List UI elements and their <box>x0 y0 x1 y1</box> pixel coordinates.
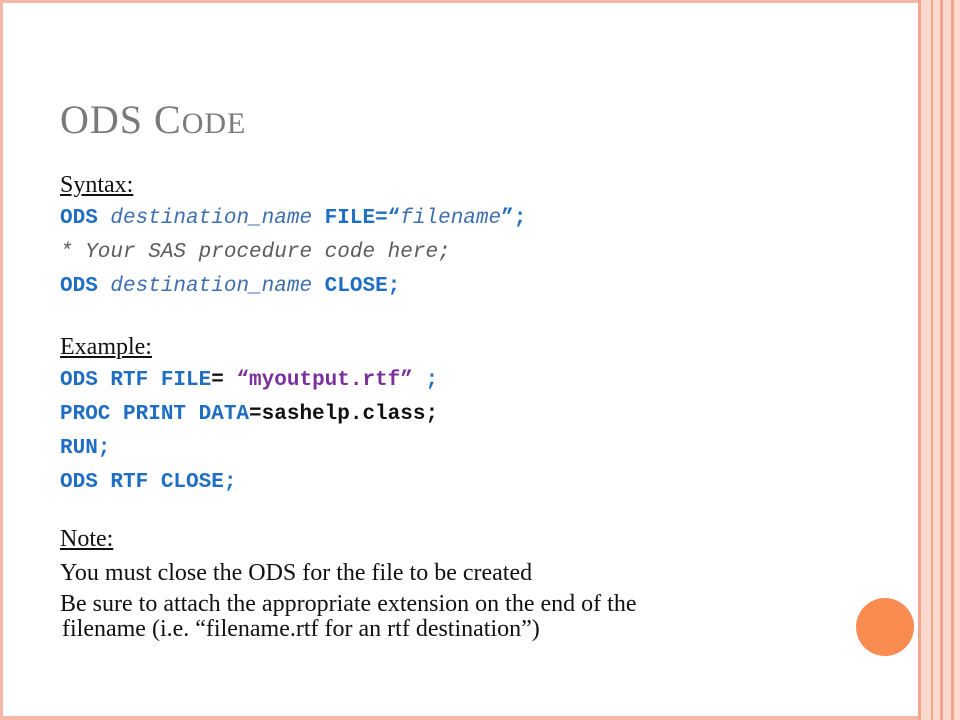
code-keyword: ODS RTF FILE <box>60 369 212 392</box>
code-terminator: ; <box>412 369 439 392</box>
example-heading: Example: <box>60 334 152 360</box>
syntax-line-3: ODS destination_name CLOSE; <box>60 270 860 304</box>
note-heading: Note: <box>60 526 114 552</box>
code-keyword: ”; <box>501 207 527 230</box>
example-line-2: PROC PRINT DATA=sashelp.class; <box>60 398 860 432</box>
note-line-1: You must close the ODS for the file to b… <box>60 560 533 586</box>
spacer <box>60 500 860 522</box>
code-operator: = <box>211 369 237 392</box>
code-keyword: FILE=“ <box>324 207 401 230</box>
code-keyword: ODS <box>60 207 98 230</box>
slide-title: ODS CODE <box>60 96 246 143</box>
title-word-ods: ODS <box>60 97 155 142</box>
code-placeholder: destination_name <box>110 275 313 298</box>
code-string: “myoutput.rtf” <box>236 369 413 392</box>
code-keyword: PROC PRINT DATA <box>60 403 250 426</box>
code-option: =sashelp.class; <box>249 403 439 426</box>
code-placeholder: filename <box>400 207 502 230</box>
note-line-2a: Be sure to attach the appropriate extens… <box>60 591 637 617</box>
example-line-3: RUN; <box>60 437 111 460</box>
right-stripe <box>931 0 933 720</box>
slide-border-top <box>0 0 921 3</box>
title-small-caps: ODE <box>181 107 247 140</box>
example-line-4: ODS RTF CLOSE; <box>60 471 237 494</box>
right-stripe <box>918 0 921 720</box>
note-line-2b: filename (i.e. “filename.rtf for an rtf … <box>62 616 540 642</box>
spacer <box>60 304 860 330</box>
code-keyword: CLOSE; <box>324 275 401 298</box>
syntax-line-2: * Your SAS procedure code here; <box>60 241 451 264</box>
right-stripe <box>951 0 954 720</box>
syntax-heading: Syntax: <box>60 172 134 198</box>
slide-border-bottom <box>0 716 921 720</box>
code-keyword: ODS <box>60 275 98 298</box>
title-letter-c: C <box>154 97 182 142</box>
slide-body: Syntax: ODS destination_name FILE=“filen… <box>60 168 860 642</box>
example-line-1: ODS RTF FILE= “myoutput.rtf” ; <box>60 364 860 398</box>
right-stripe <box>940 0 943 720</box>
syntax-line-1: ODS destination_name FILE=“filename”; <box>60 202 860 236</box>
decorative-orange-circle <box>856 598 914 656</box>
slide-border-left <box>0 0 3 720</box>
code-placeholder: destination_name <box>110 207 313 230</box>
